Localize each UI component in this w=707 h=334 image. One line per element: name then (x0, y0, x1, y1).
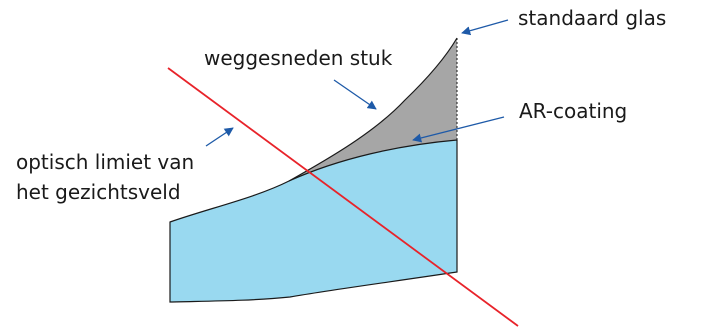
standard-glass-arrow (461, 19, 509, 36)
optical-limit-ray (167, 67, 519, 327)
ar-coating-arrow (412, 116, 505, 143)
optical-limit-arrow (205, 127, 234, 147)
cut-piece-arrow (333, 79, 377, 110)
optical-limit-label-line1: optisch limiet van (16, 150, 194, 174)
standard-glass-surface (288, 37, 458, 182)
lens-body (169, 139, 458, 303)
ar-coating-label: AR-coating (519, 99, 627, 123)
cut-away-region (289, 38, 457, 181)
standard-glass-label: standaard glas (518, 6, 666, 30)
cut-piece-label: weggesneden stuk (204, 46, 393, 70)
optical-limit-label-line2: het gezichtsveld (16, 180, 181, 204)
